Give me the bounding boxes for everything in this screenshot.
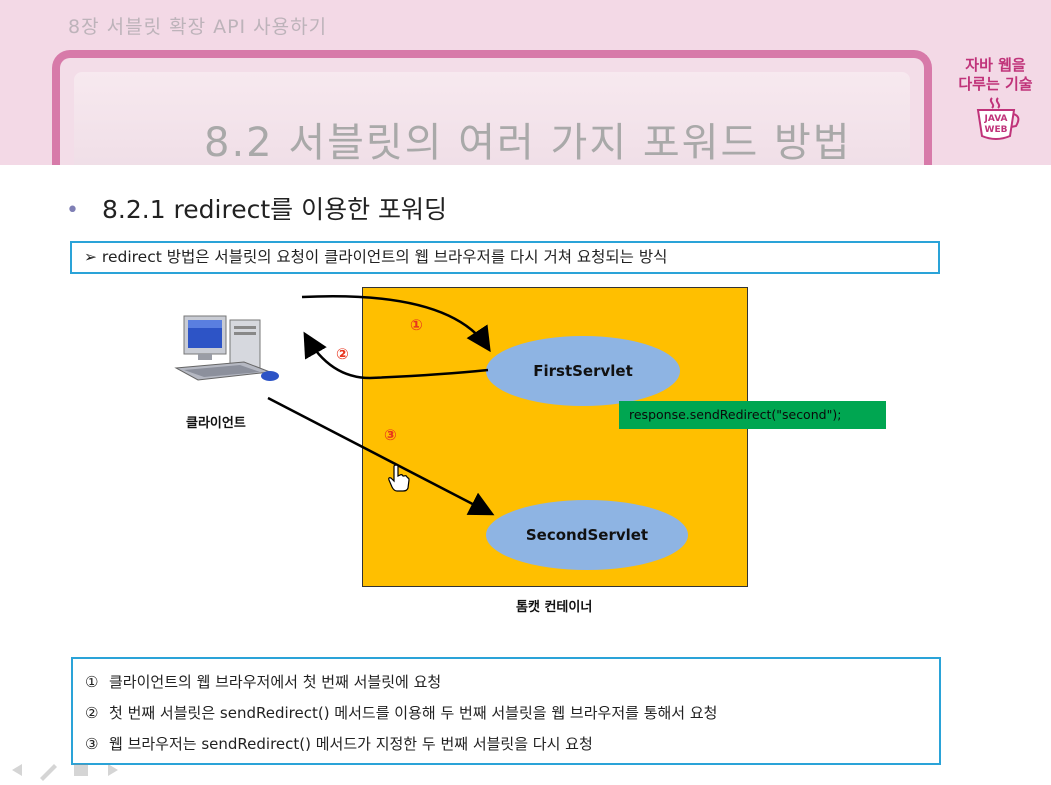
step-row: ① 클라이언트의 웹 브라우저에서 첫 번째 서블릿에 요청 (85, 667, 939, 698)
redirect-code: response.sendRedirect("second"); (619, 401, 886, 429)
second-servlet: SecondServlet (486, 500, 688, 570)
next-slide-icon[interactable] (100, 760, 126, 780)
title-inner: 8.2 서블릿의 여러 가지 포워드 방법 (74, 72, 910, 180)
slide-nav-toolbar (4, 760, 126, 781)
bullet-dot: • (66, 198, 79, 223)
steps-box: ① 클라이언트의 웹 브라우저에서 첫 번째 서블릿에 요청 ② 첫 번째 서블릿은… (71, 657, 941, 765)
chapter-label: 8장 서블릿 확장 API 사용하기 (68, 16, 328, 38)
step-text: 첫 번째 서블릿은 sendRedirect() 메서드를 이용해 두 번째 서… (109, 704, 718, 722)
hand-cursor-icon (388, 464, 410, 492)
step-row: ② 첫 번째 서블릿은 sendRedirect() 메서드를 이용해 두 번째 … (85, 698, 939, 729)
step-text: 클라이언트의 웹 브라우저에서 첫 번째 서블릿에 요청 (109, 673, 442, 691)
client-label: 클라이언트 (186, 416, 246, 431)
prev-slide-icon[interactable] (4, 760, 30, 780)
slide-title: 8.2 서블릿의 여러 가지 포워드 방법 (204, 120, 852, 166)
menu-icon[interactable] (68, 760, 94, 780)
step-mark: ② (85, 704, 99, 722)
logo-badge-line-1: JAVA (983, 114, 1007, 124)
java-cup-icon: JAVA WEB (976, 97, 1019, 140)
section-heading: 8.2.1 redirect를 이용한 포워딩 (102, 195, 448, 224)
step-number-1: ① (410, 316, 423, 334)
logo-badge-line-2: WEB (984, 125, 1007, 135)
desktop-computer-icon (174, 315, 279, 381)
logo-line-1: 자바 웹을 (965, 56, 1026, 74)
summary-box: ➢ redirect 방법은 서블릿의 요청이 클라이언트의 웹 브라우저를 다… (70, 241, 940, 274)
first-servlet: FirstServlet (486, 336, 680, 406)
logo-line-2: 다루는 기술 (958, 75, 1033, 93)
title-frame: 8.2 서블릿의 여러 가지 포워드 방법 (52, 50, 932, 180)
step-number-2: ② (336, 345, 349, 363)
step-text: 웹 브라우저는 sendRedirect() 메서드가 지정한 두 번째 서블릿… (109, 735, 593, 753)
step-row: ③ 웹 브라우저는 sendRedirect() 메서드가 지정한 두 번째 서블… (85, 729, 939, 760)
step-mark: ③ (85, 735, 99, 753)
book-logo: 자바 웹을 다루는 기술 JAVA WEB (948, 56, 1043, 164)
pen-icon[interactable] (36, 760, 62, 781)
container-label: 톰캣 컨테이너 (516, 600, 593, 615)
step-mark: ① (85, 673, 99, 691)
step-number-3: ③ (384, 426, 397, 444)
